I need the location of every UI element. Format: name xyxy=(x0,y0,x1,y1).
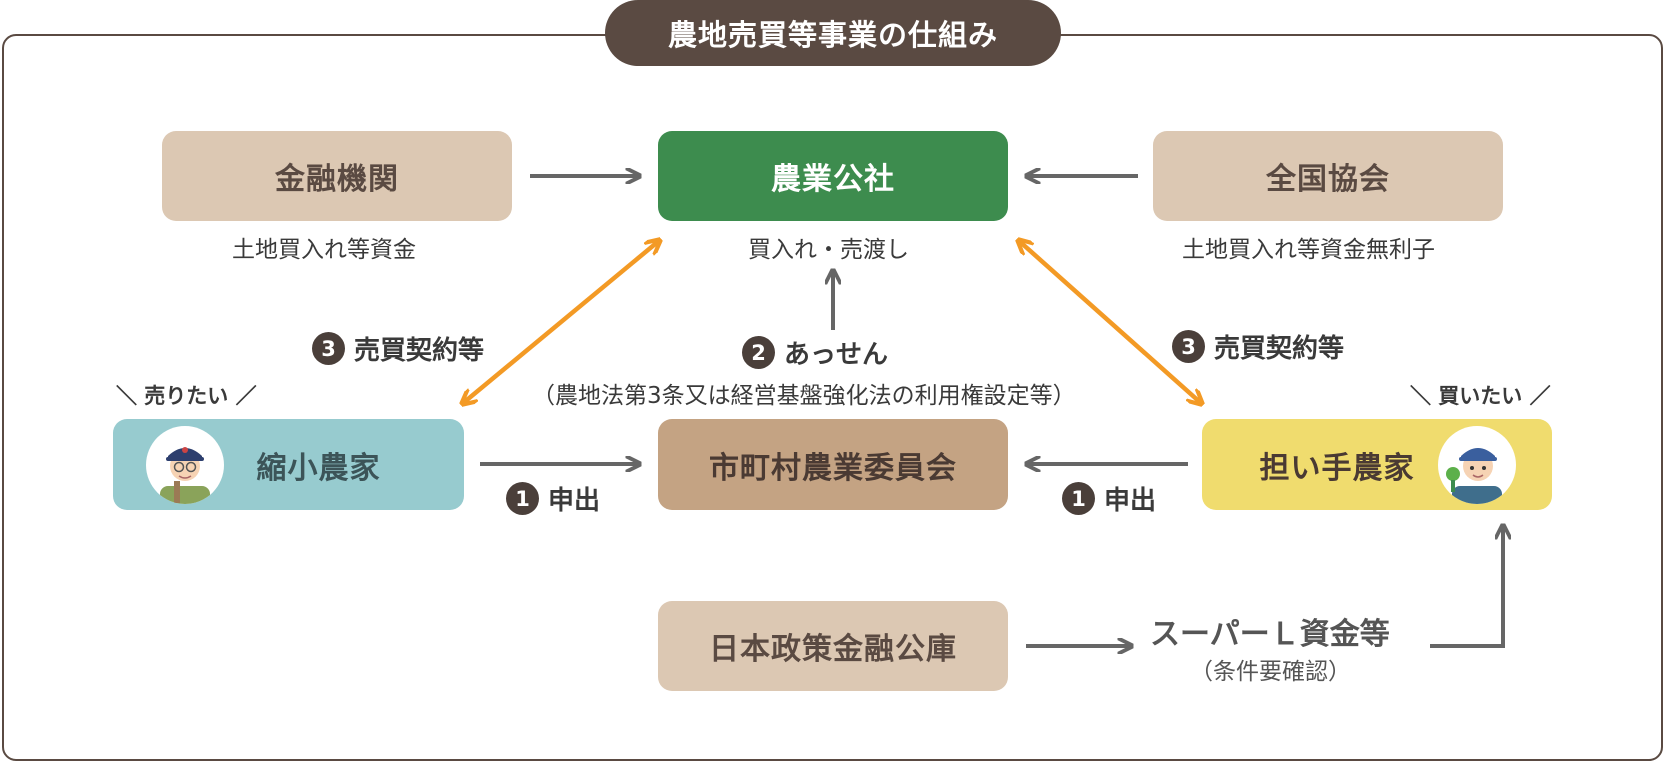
node-committee: 市町村農業委員会 xyxy=(658,419,1008,510)
kosha-sublabel: 買入れ・売渡し xyxy=(748,237,909,263)
step1-left-label: 申出 xyxy=(548,486,601,516)
node-kosha: 農業公社 xyxy=(658,131,1008,221)
node-finance: 金融機関 xyxy=(162,131,512,221)
diagram-title: 農地売買等事業の仕組み xyxy=(605,0,1061,66)
step2-label: あっせん xyxy=(784,340,889,370)
step2-number: 2 xyxy=(742,336,775,369)
step1-left-number: 1 xyxy=(506,482,539,515)
step1-right: 1 申出 xyxy=(1062,480,1156,517)
arrow-loan-to-successor xyxy=(1430,525,1503,648)
national-sublabel: 土地買入れ等資金無利子 xyxy=(1182,237,1435,263)
node-national: 全国協会 xyxy=(1153,131,1503,221)
step3-right-label: 売買契約等 xyxy=(1214,334,1345,364)
step1-left: 1 申出 xyxy=(506,480,600,517)
arrow-kosha-successor-contract xyxy=(1018,240,1202,404)
loan-note: （条件要確認） xyxy=(1190,659,1351,685)
step3-left-number: 3 xyxy=(312,332,345,365)
farmer-elder-icon xyxy=(146,426,224,504)
finance-sublabel: 土地買入れ等資金 xyxy=(232,237,416,263)
node-jfc: 日本政策金融公庫 xyxy=(658,601,1008,691)
farmer-young-icon xyxy=(1438,426,1516,504)
step2: 2 あっせん xyxy=(742,334,888,371)
arrow-kosha-shrinking-contract xyxy=(462,240,660,404)
wish-sell: ＼ 売りたい ／ xyxy=(116,384,257,408)
step1-right-number: 1 xyxy=(1062,482,1095,515)
wish-buy: ＼ 買いたい ／ xyxy=(1410,384,1551,408)
loan-name: スーパーＬ資金等 xyxy=(1150,617,1390,652)
step1-right-label: 申出 xyxy=(1104,486,1157,516)
